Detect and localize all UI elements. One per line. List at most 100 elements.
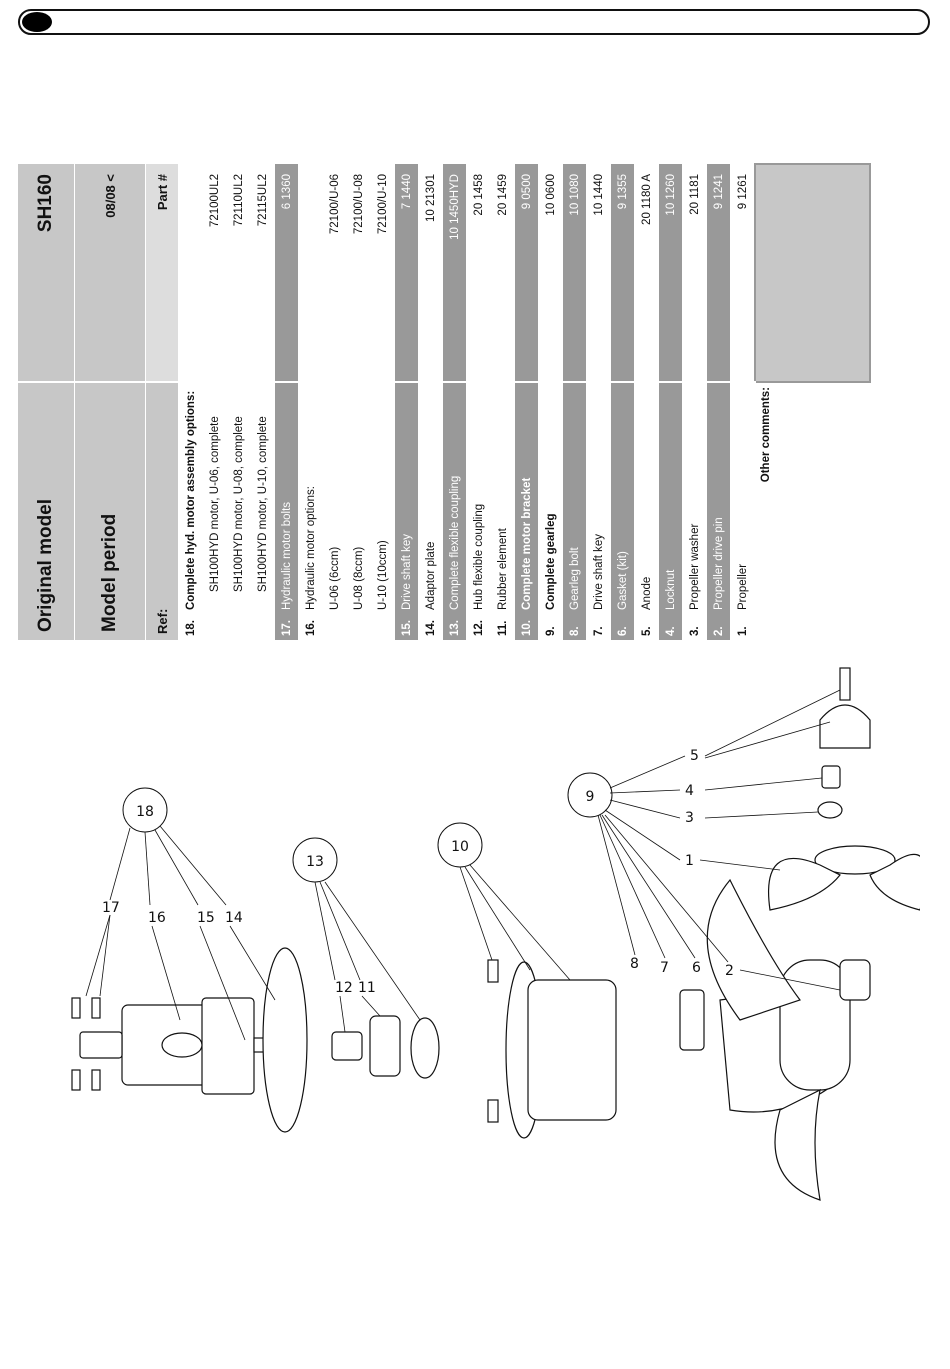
ref-header: Ref: bbox=[145, 382, 179, 640]
row-part-number: 20 1459 bbox=[490, 164, 515, 382]
table-row: 18.Complete hyd. motor assembly options: bbox=[178, 164, 203, 640]
callout-13: 13 bbox=[306, 854, 324, 870]
row-description: Propeller bbox=[730, 382, 755, 614]
row-description: Anode bbox=[634, 382, 659, 614]
row-ref: 7. bbox=[586, 614, 611, 640]
hydraulic-motor bbox=[79, 997, 275, 1095]
row-part-number: 6 1360 bbox=[274, 164, 299, 382]
model-period-label: Model period bbox=[74, 382, 146, 640]
callout-11: 11 bbox=[358, 980, 376, 996]
row-ref: 6. bbox=[610, 614, 635, 640]
header-dot bbox=[22, 12, 52, 32]
table-row: 16.Hydraulic motor options: bbox=[298, 164, 323, 640]
row-ref: 12. bbox=[466, 614, 491, 640]
callout-15: 15 bbox=[197, 910, 215, 926]
callout-4: 4 bbox=[685, 783, 694, 799]
row-part-number: 7 1440 bbox=[394, 164, 419, 382]
row-part-number: 10 1080 bbox=[562, 164, 587, 382]
row-description: Hub flexible coupling bbox=[466, 382, 491, 614]
callout-8: 8 bbox=[630, 956, 639, 972]
flexible-coupling bbox=[331, 1015, 440, 1079]
other-comments-label: Other comments: bbox=[755, 382, 870, 640]
row-part-number: 72100/U-08 bbox=[346, 164, 371, 382]
row-description: SH100HYD motor, U-08, complete bbox=[226, 382, 251, 614]
part-header: Part # bbox=[145, 164, 179, 382]
row-ref: 9. bbox=[538, 614, 563, 640]
comments-box bbox=[755, 164, 870, 382]
original-model-label: Original model bbox=[18, 382, 75, 640]
parts-table-container: Original model SH160 Model period 08/08 … bbox=[18, 164, 870, 640]
row-description: Gasket (kit) bbox=[610, 382, 635, 614]
row-description: Rubber element bbox=[490, 382, 515, 614]
original-model-value: SH160 bbox=[18, 164, 75, 382]
motor-bracket bbox=[487, 959, 617, 1139]
row-ref bbox=[250, 614, 275, 640]
motor-bolts bbox=[71, 997, 101, 1091]
anode bbox=[819, 704, 871, 749]
row-ref bbox=[202, 614, 227, 640]
row-ref: 16. bbox=[298, 614, 323, 640]
row-description: U-06 (6ccm) bbox=[322, 382, 347, 614]
row-description: Complete motor bracket bbox=[514, 382, 539, 614]
row-part-number bbox=[298, 164, 323, 382]
row-description: Hydraulic motor bolts bbox=[274, 382, 299, 614]
row-description: Complete gearleg bbox=[538, 382, 563, 614]
row-ref: 18. bbox=[178, 614, 203, 640]
header-bar bbox=[18, 9, 930, 35]
callout-16: 16 bbox=[148, 910, 166, 926]
row-ref: 3. bbox=[682, 614, 707, 640]
row-ref: 17. bbox=[274, 614, 299, 640]
table-row: U-06 (6ccm)72100/U-06 bbox=[322, 164, 347, 640]
row-ref: 1. bbox=[730, 614, 755, 640]
row-description: Propeller washer bbox=[682, 382, 707, 614]
row-part-number: 72100/U-10 bbox=[370, 164, 395, 382]
exploded-diagram: 18 13 10 9 17 16 15 14 12 11 8 7 6 5 4 3… bbox=[71, 667, 920, 1201]
row-part-number: 9 1261 bbox=[730, 164, 755, 382]
propeller-washer bbox=[817, 801, 843, 819]
leader-lines bbox=[85, 689, 841, 1041]
model-period-value: 08/08 < bbox=[74, 164, 146, 382]
locknut bbox=[821, 765, 841, 789]
row-part-number: 72110UL2 bbox=[226, 164, 251, 382]
row-part-number: 9 1355 bbox=[610, 164, 635, 382]
gearleg bbox=[679, 878, 871, 1201]
callout-2: 2 bbox=[725, 963, 734, 979]
row-description: Drive shaft key bbox=[394, 382, 419, 614]
comments-row: Other comments: bbox=[755, 164, 870, 640]
callout-9-circle bbox=[567, 772, 613, 818]
row-ref: 8. bbox=[562, 614, 587, 640]
row-description: Propeller drive pin bbox=[706, 382, 731, 614]
propeller bbox=[768, 845, 920, 911]
row-description: Locknut bbox=[658, 382, 683, 614]
row-description: Hydraulic motor options: bbox=[298, 382, 323, 614]
row-description: SH100HYD motor, U-06, complete bbox=[202, 382, 227, 614]
row-ref bbox=[370, 614, 395, 640]
row-description: Gearleg bolt bbox=[562, 382, 587, 614]
callout-17: 17 bbox=[102, 900, 120, 916]
table-row: U-10 (10ccm)72100/U-10 bbox=[370, 164, 395, 640]
row-description: Complete flexible coupling bbox=[442, 382, 467, 614]
row-part-number: 10 21301 bbox=[418, 164, 443, 382]
row-part-number: 10 1450HYD bbox=[442, 164, 467, 382]
row-ref: 2. bbox=[706, 614, 731, 640]
callout-9: 9 bbox=[586, 789, 595, 805]
row-part-number bbox=[178, 164, 203, 382]
callout-5: 5 bbox=[690, 748, 699, 764]
adaptor-plate bbox=[262, 947, 308, 1133]
callout-10: 10 bbox=[451, 839, 469, 855]
row-ref: 14. bbox=[418, 614, 443, 640]
row-part-number: 10 0600 bbox=[538, 164, 563, 382]
callout-1: 1 bbox=[685, 853, 694, 869]
row-ref bbox=[322, 614, 347, 640]
